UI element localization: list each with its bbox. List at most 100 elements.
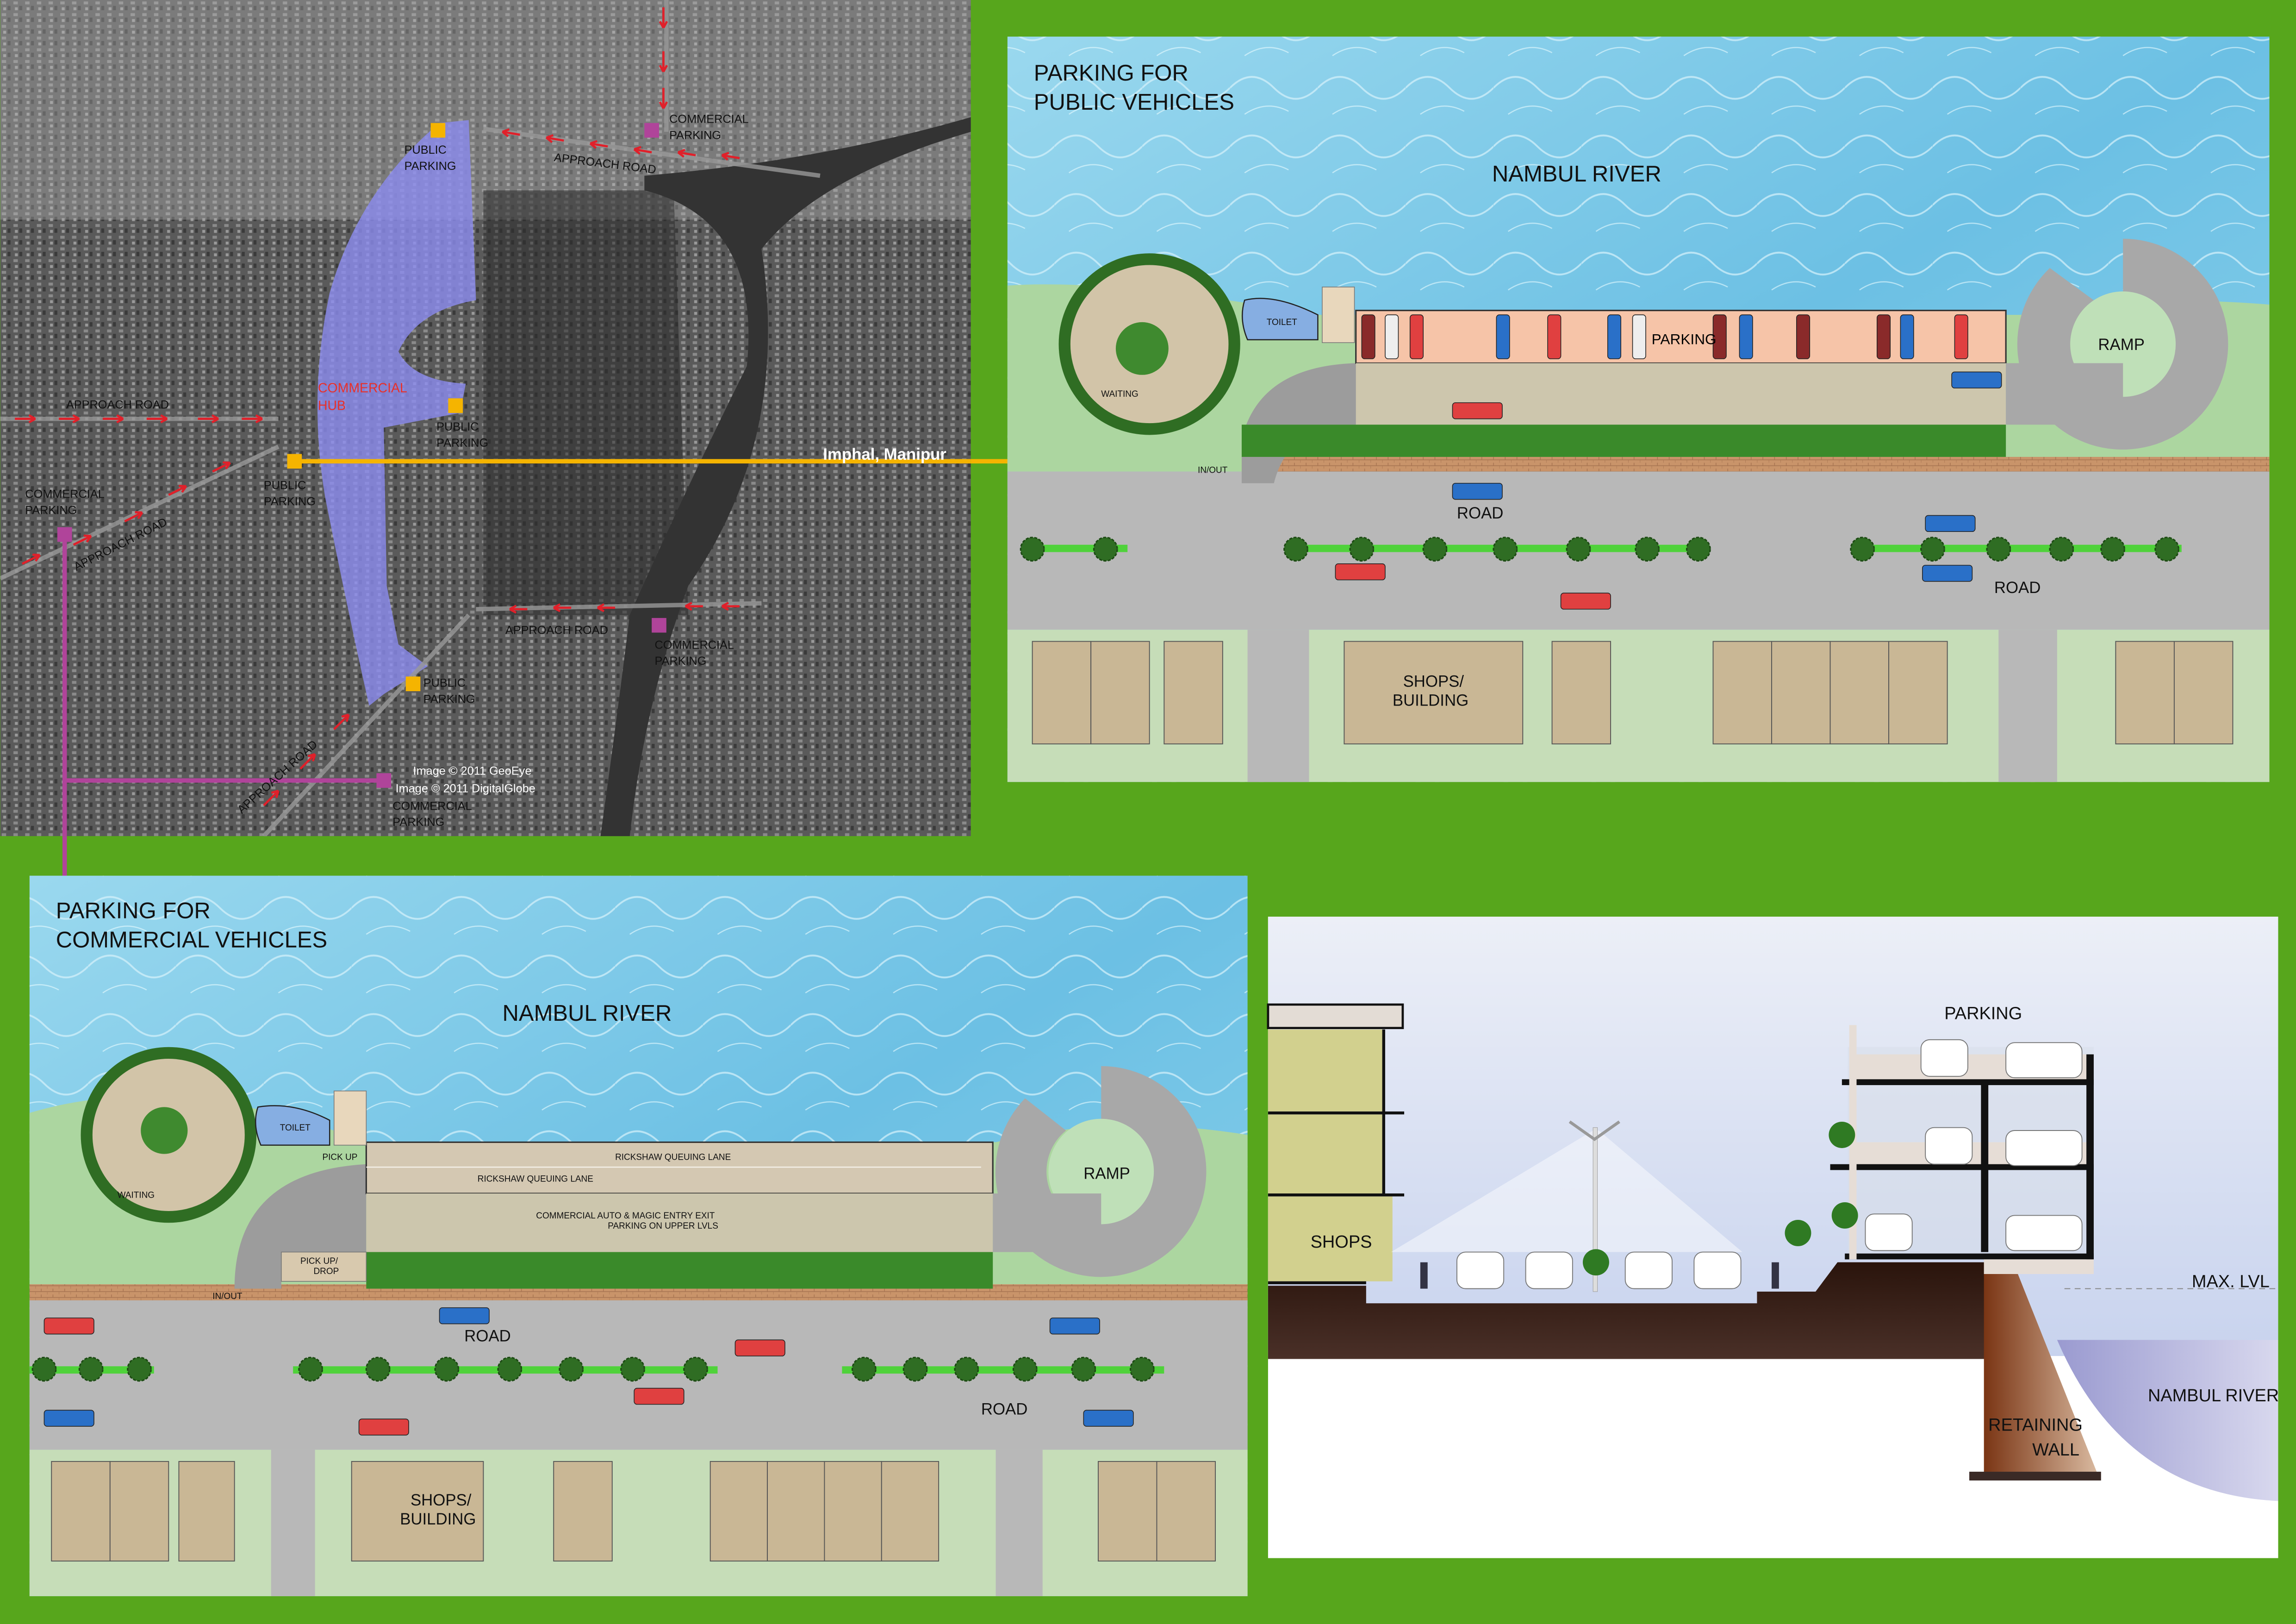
staircase bbox=[333, 1090, 367, 1146]
palm-tree-icon bbox=[902, 1356, 928, 1382]
palm-tree-icon bbox=[1493, 537, 1518, 562]
palm-tree-icon bbox=[434, 1356, 460, 1382]
commercial-parking-marker bbox=[652, 618, 666, 633]
retaining-wall bbox=[1984, 1262, 2097, 1472]
river-label: NAMBUL RIVER bbox=[503, 1001, 672, 1026]
arrowhead bbox=[633, 146, 641, 155]
palm-tree-icon bbox=[1093, 537, 1118, 562]
shops-label: SHOPS/BUILDING bbox=[1393, 673, 1468, 710]
commercial-hub-area bbox=[317, 120, 476, 706]
arrowhead bbox=[116, 414, 124, 424]
direction-arrow-icon bbox=[73, 535, 92, 546]
arrowhead bbox=[721, 151, 729, 161]
plant-icon bbox=[1785, 1219, 1811, 1246]
arrowhead bbox=[659, 64, 668, 73]
arrowhead bbox=[597, 603, 605, 612]
palm-tree-icon bbox=[127, 1356, 152, 1382]
street-light bbox=[1391, 1120, 1742, 1292]
arrowhead bbox=[28, 414, 36, 424]
car-icon bbox=[44, 1410, 94, 1427]
lane-label: RICKSHAW QUEUING LANE bbox=[478, 1174, 593, 1184]
toilet-block bbox=[1241, 298, 1319, 341]
commercial-parking-marker bbox=[57, 527, 72, 542]
car-icon bbox=[1712, 314, 1727, 359]
toilet-block bbox=[255, 1105, 330, 1146]
commercial-parking-markers bbox=[57, 123, 666, 788]
direction-arrow-icon bbox=[263, 790, 280, 806]
car-icon bbox=[1452, 483, 1503, 500]
palm-tree-icon bbox=[365, 1356, 391, 1382]
parking-label: PARKING bbox=[1652, 331, 1717, 347]
arrowhead bbox=[307, 753, 316, 762]
road-label: ROAD bbox=[464, 1328, 511, 1345]
car-icon bbox=[1632, 314, 1646, 359]
car-icon bbox=[1560, 593, 1611, 610]
cross-section: PARKING SHOPS MAX. LVL NAMBUL RIVER RETA… bbox=[1267, 917, 2279, 1558]
arrowhead bbox=[179, 485, 187, 493]
river bbox=[600, 117, 971, 837]
car-icon bbox=[1607, 314, 1622, 359]
in-out-label: IN/OUT bbox=[212, 1292, 243, 1301]
palace-grounds bbox=[483, 190, 689, 615]
car-icon bbox=[439, 1307, 490, 1324]
arrowhead bbox=[502, 128, 510, 137]
palm-tree-icon bbox=[1020, 537, 1045, 562]
car-icon bbox=[1922, 565, 1973, 582]
waiting-label: WAITING bbox=[1101, 389, 1138, 399]
road-label: ROAD bbox=[1994, 579, 2041, 597]
palm-tree-icon bbox=[851, 1356, 877, 1382]
public-parking-marker bbox=[430, 123, 446, 138]
car-icon bbox=[2005, 1130, 2083, 1166]
palm-tree-icon bbox=[620, 1356, 645, 1382]
car-icon bbox=[634, 1387, 684, 1405]
direction-arrow-icon bbox=[124, 512, 143, 523]
hedge bbox=[1241, 425, 2006, 457]
toilet-label: TOILET bbox=[280, 1123, 311, 1133]
palm-tree-icon bbox=[78, 1356, 104, 1382]
car-icon bbox=[1547, 314, 1562, 359]
in-out-label: IN/OUT bbox=[1198, 466, 1228, 475]
arrowhead bbox=[223, 461, 231, 469]
palm-tree-icon bbox=[2154, 537, 2179, 562]
arrowhead bbox=[271, 789, 280, 798]
car-icon bbox=[1876, 314, 1891, 359]
max-level-label: MAX. LVL bbox=[2192, 1272, 2270, 1291]
direction-arrow-icon bbox=[333, 713, 350, 730]
ground bbox=[1268, 1262, 1991, 1359]
public-parking-marker bbox=[287, 454, 302, 469]
person-icon bbox=[1420, 1262, 1428, 1289]
palm-tree-icon bbox=[1349, 537, 1375, 562]
arrowhead bbox=[72, 414, 80, 424]
median-planting bbox=[1859, 544, 2182, 552]
ramp-label: RAMP bbox=[1083, 1165, 1130, 1182]
car-icon bbox=[1385, 314, 1399, 359]
palm-tree-icon bbox=[1986, 537, 2011, 562]
palm-tree-icon bbox=[1635, 537, 1660, 562]
arrowhead bbox=[589, 140, 598, 149]
river-label: NAMBUL RIVER bbox=[1492, 162, 1661, 187]
palm-tree-icon bbox=[1850, 537, 1875, 562]
car-icon bbox=[44, 1318, 94, 1335]
car-icon bbox=[1693, 1251, 1742, 1289]
car-icon bbox=[358, 1418, 409, 1436]
palm-tree-icon bbox=[1129, 1356, 1155, 1382]
arrowhead bbox=[684, 601, 692, 611]
car-icon bbox=[1954, 314, 1968, 359]
car-icon bbox=[2005, 1215, 2083, 1251]
palm-tree-icon bbox=[1566, 537, 1591, 562]
median-planting bbox=[842, 1366, 1164, 1374]
arrowhead bbox=[553, 603, 561, 612]
palm-tree-icon bbox=[559, 1356, 584, 1382]
car-icon bbox=[1083, 1410, 1134, 1427]
direction-arrow-icon bbox=[502, 131, 520, 136]
arrowhead bbox=[677, 149, 685, 158]
car-icon bbox=[1900, 314, 1914, 359]
